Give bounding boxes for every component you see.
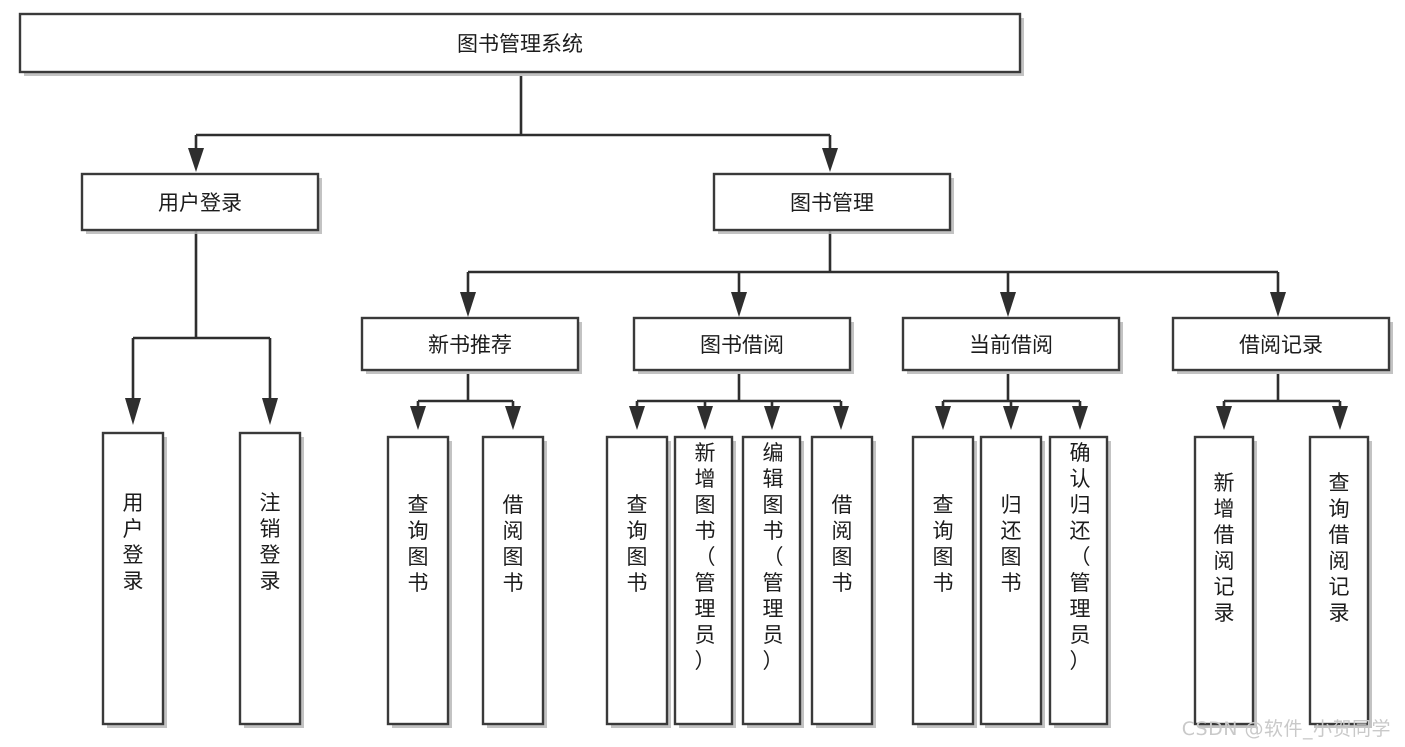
node-borrow-record[interactable]: 借阅记录: [1171, 316, 1393, 374]
current-borrow-box: [901, 316, 1121, 372]
leaf-edit-book-label: 编辑图书（管理员）: [763, 441, 784, 673]
arrow-leaf-add-book: [697, 406, 713, 430]
node-new-book-rec[interactable]: 新书推荐: [360, 316, 582, 374]
leaf-query-book-3-box: [911, 435, 975, 726]
new-book-rec-label: 新书推荐: [428, 333, 512, 357]
node-current-borrow[interactable]: 当前借阅: [901, 316, 1123, 374]
leaf-edit-book-box: [741, 435, 802, 726]
leaf-query-book-2-box: [605, 435, 669, 726]
arrow-leaf-query-book-1: [410, 406, 426, 430]
leaf-borrow-book-2-box: [810, 435, 874, 726]
arrow-leaf-return-book: [1003, 406, 1019, 430]
borrow-record-box: [1171, 316, 1391, 372]
leaf-query-book-2-label: 查询图书: [627, 493, 648, 595]
arrow-leaf-query-book-3: [935, 406, 951, 430]
arrow-leaf-user-login: [125, 398, 141, 425]
leaf-query-record-box: [1308, 435, 1370, 726]
leaf-borrow-book-2-label: 借阅图书: [832, 493, 853, 595]
arrow-leaf-query-record: [1332, 406, 1348, 430]
leaf-return-book[interactable]: 归还图书: [979, 435, 1045, 728]
user-login-label: 用户登录: [158, 191, 242, 215]
leaf-add-record-label: 新增借阅记录: [1214, 471, 1235, 625]
arrow-book-borrow: [731, 292, 747, 317]
root-box: [18, 12, 1022, 74]
leaf-edit-book[interactable]: 编辑图书（管理员）: [741, 435, 804, 728]
user-login-box: [80, 172, 320, 232]
arrow-leaf-borrow-book-1: [505, 406, 521, 430]
leaf-borrow-book-2[interactable]: 借阅图书: [810, 435, 876, 728]
leaf-add-book[interactable]: 新增图书（管理员）: [673, 435, 736, 728]
arrow-leaf-edit-book: [764, 406, 780, 430]
leaf-confirm-return-box: [1048, 435, 1109, 726]
arrow-leaf-add-record: [1216, 406, 1232, 430]
arrow-leaf-query-book-2: [629, 406, 645, 430]
leaf-add-book-box: [673, 435, 734, 726]
arrow-book-manage: [822, 148, 838, 172]
new-book-rec-box: [360, 316, 580, 372]
leaf-confirm-return-label: 确认归还（管理员）: [1070, 441, 1091, 673]
csdn-watermark: CSDN @软件_小贺同学: [1181, 718, 1391, 740]
leaf-query-book-2[interactable]: 查询图书: [605, 435, 671, 728]
leaf-logout-login-box: [238, 431, 302, 726]
book-manage-label: 图书管理: [790, 191, 874, 215]
leaf-borrow-book-1[interactable]: 借阅图书: [481, 435, 547, 728]
arrow-user-login: [188, 148, 204, 172]
borrow-record-label: 借阅记录: [1239, 333, 1323, 357]
leaf-query-record-label: 查询借阅记录: [1329, 471, 1350, 625]
root-label: 图书管理系统: [457, 32, 583, 56]
leaf-confirm-return[interactable]: 确认归还（管理员）: [1048, 435, 1111, 728]
leaf-query-book-3[interactable]: 查询图书: [911, 435, 977, 728]
leaf-query-book-1[interactable]: 查询图书: [386, 435, 452, 728]
leaf-logout-login[interactable]: 注销登录: [238, 431, 304, 728]
node-book-manage[interactable]: 图书管理: [712, 172, 954, 234]
leaf-user-login-label: 用户登录: [123, 491, 144, 593]
leaf-query-record[interactable]: 查询借阅记录: [1308, 435, 1372, 728]
leaf-logout-login-label: 注销登录: [260, 491, 281, 593]
leaf-add-book-label: 新增图书（管理员）: [695, 441, 716, 673]
leaf-return-book-box: [979, 435, 1043, 726]
book-manage-box: [712, 172, 952, 232]
arrow-new-book-rec: [460, 292, 476, 317]
arrow-current-borrow: [1000, 292, 1016, 317]
arrow-leaf-borrow-book-2: [833, 406, 849, 430]
node-user-login[interactable]: 用户登录: [80, 172, 322, 234]
leaf-user-login-box: [101, 431, 165, 726]
node-book-borrow[interactable]: 图书借阅: [632, 316, 854, 374]
leaf-user-login[interactable]: 用户登录: [101, 431, 167, 728]
book-borrow-box: [632, 316, 852, 372]
arrow-leaf-confirm-return: [1072, 406, 1088, 430]
book-borrow-label: 图书借阅: [700, 333, 784, 357]
leaf-add-record-box: [1193, 435, 1255, 726]
node-root[interactable]: 图书管理系统: [18, 12, 1024, 76]
current-borrow-label: 当前借阅: [969, 333, 1053, 357]
leaf-borrow-book-1-label: 借阅图书: [503, 493, 524, 595]
leaf-add-record[interactable]: 新增借阅记录: [1193, 435, 1257, 728]
arrow-borrow-record: [1270, 292, 1286, 317]
arrow-leaf-logout-login: [262, 398, 278, 425]
leaf-borrow-book-1-box: [481, 435, 545, 726]
edges-layer: [125, 76, 1348, 430]
leaf-return-book-label: 归还图书: [1001, 493, 1022, 595]
leaf-query-book-1-box: [386, 435, 450, 726]
leaf-query-book-3-label: 查询图书: [933, 493, 954, 595]
leaf-query-book-1-label: 查询图书: [408, 493, 429, 595]
